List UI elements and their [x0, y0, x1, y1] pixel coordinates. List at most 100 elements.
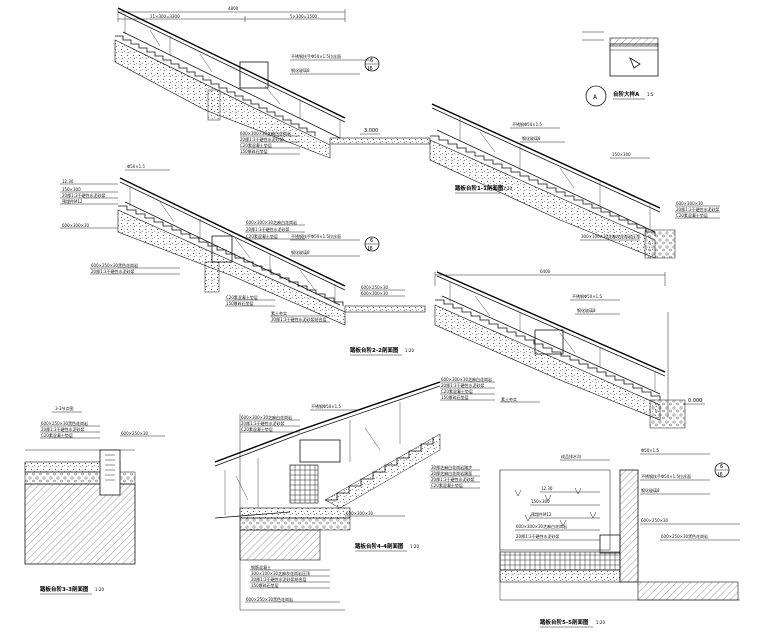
svg-text:600×300×30: 600×300×30	[62, 223, 90, 228]
section-5-5: 成品排水沟 Φ50×1.5 6 J6 不锈钢扶手Φ50×1.5拉丝面 钢化玻璃8…	[499, 448, 740, 628]
s3-soil-block	[24, 483, 136, 565]
svg-text:600×300×30: 600×300×30	[361, 291, 389, 296]
svg-text:20厚1:3干硬性水泥砂浆: 20厚1:3干硬性水泥砂浆	[91, 268, 135, 274]
svg-text:20厚1:3干硬性水泥砂浆: 20厚1:3干硬性水泥砂浆	[516, 533, 560, 539]
svg-text:不锈钢Φ50×1.5: 不锈钢Φ50×1.5	[311, 403, 341, 409]
svg-text:20厚1:3干硬性水泥砂浆: 20厚1:3干硬性水泥砂浆	[246, 226, 290, 232]
landing-1	[329, 137, 431, 145]
svg-text:预埋件M12: 预埋件M12	[531, 511, 552, 517]
svg-text:素土夯实: 素土夯实	[501, 396, 517, 402]
detail-a-marker	[585, 85, 607, 107]
svg-text:20厚1:3干硬性水泥砂浆: 20厚1:3干硬性水泥砂浆	[240, 136, 284, 142]
svg-text:30厚1:3干硬性水泥砂浆结合层: 30厚1:3干硬性水泥砂浆结合层	[271, 316, 327, 322]
svg-text:20厚1:3干硬性水泥砂浆: 20厚1:3干硬性水泥砂浆	[41, 426, 85, 432]
stair-slab-upper	[114, 39, 331, 159]
svg-text:C20素混凝土垫层: C20素混凝土垫层	[441, 388, 473, 394]
svg-text:成品排水沟: 成品排水沟	[561, 453, 581, 459]
svg-text:不锈钢扶手Φ50×1.5拉丝面: 不锈钢扶手Φ50×1.5拉丝面	[641, 473, 691, 479]
svg-text:20厚1:3干硬性水泥砂浆: 20厚1:3干硬性水泥砂浆	[676, 206, 720, 212]
svg-text:150×300: 150×300	[612, 152, 631, 157]
svg-text:1:20: 1:20	[596, 620, 605, 625]
svg-text:钢化玻璃8: 钢化玻璃8	[641, 487, 660, 493]
svg-text:150厚碎石垫层: 150厚碎石垫层	[226, 300, 254, 306]
elevation-label-1: 3.000	[364, 128, 378, 134]
svg-text:600×300×30芝麻白花岗岩: 600×300×30芝麻白花岗岩	[441, 376, 492, 382]
svg-text:20厚1:3干硬性水泥砂浆: 20厚1:3干硬性水泥砂浆	[62, 192, 106, 198]
svg-text:12.30: 12.30	[62, 179, 74, 184]
section-2-2-lower: 6400 0.000 不锈钢Φ50×1.5 钢化玻璃8 600×300×30芝麻…	[434, 269, 705, 429]
svg-text:C20素混凝土垫层: C20素混凝土垫层	[676, 212, 708, 218]
svg-text:600×250×30黑色花岗岩: 600×250×30黑色花岗岩	[91, 262, 138, 268]
svg-text:150厚碎石垫层: 150厚碎石垫层	[251, 582, 279, 588]
svg-text:12.30: 12.30	[541, 486, 553, 491]
s5-paving	[499, 551, 621, 571]
svg-text:J6: J6	[717, 472, 723, 478]
svg-text:预埋件M12: 预埋件M12	[62, 198, 83, 204]
svg-text:Φ50×1.5: Φ50×1.5	[127, 164, 145, 169]
svg-text:1:20: 1:20	[95, 587, 104, 592]
svg-text:600×300×30: 600×300×30	[676, 201, 704, 206]
svg-text:600×250×30: 600×250×30	[121, 431, 149, 436]
section-title-1: 踏板台阶1-1剖面图	[455, 184, 504, 192]
label-glass-1: 钢化玻璃8	[291, 67, 310, 73]
svg-text:600×250×30: 600×250×30	[641, 518, 669, 523]
handrail-upper	[117, 7, 346, 119]
svg-text:6400: 6400	[540, 269, 551, 274]
svg-text:600×300×30芝麻白花岗岩: 600×300×30芝麻白花岗岩	[246, 219, 297, 225]
svg-text:1:20: 1:20	[405, 348, 414, 353]
svg-text:1:20: 1:20	[410, 544, 419, 549]
svg-text:600×300×30: 600×300×30	[346, 511, 374, 516]
svg-text:20厚1:3干硬性水泥砂浆: 20厚1:3干硬性水泥砂浆	[241, 420, 285, 426]
svg-text:150厚碎石垫层: 150厚碎石垫层	[441, 394, 469, 400]
svg-text:不锈钢扶手Φ50×1.5拉丝面: 不锈钢扶手Φ50×1.5拉丝面	[291, 233, 341, 239]
svg-text:300×100×30芝麻灰花岗岩压顶: 300×100×30芝麻灰花岗岩压顶	[251, 570, 310, 576]
section-2-2: 12.30 150×300 20厚1:3干硬性水泥砂浆 预埋件M12 600×3…	[60, 164, 426, 356]
svg-text:600×300×30芝麻白花岗岩: 600×300×30芝麻白花岗岩	[240, 130, 291, 136]
svg-text:钢化玻璃8: 钢化玻璃8	[577, 307, 596, 313]
svg-text:钢化玻璃8: 钢化玻璃8	[291, 249, 310, 255]
svg-text:20厚1:3干硬性水泥砂浆: 20厚1:3干硬性水泥砂浆	[441, 382, 485, 388]
svg-text:C20素混凝土垫层: C20素混凝土垫层	[240, 142, 272, 148]
svg-text:6: 6	[370, 58, 373, 64]
section-title-5: 踏板台阶5-5剖面图	[540, 618, 589, 626]
svg-text:150×300: 150×300	[62, 187, 81, 192]
svg-text:A: A	[593, 94, 598, 101]
section-1-1-lower: 不锈钢Φ50×1.5 钢化玻璃8 150×300 600×300×30 20厚1…	[429, 103, 720, 259]
svg-text:J6: J6	[367, 246, 373, 252]
section-1-1: 4800 11×300=3300 5×300=1500 3.000 不锈钢扶手Φ…	[114, 6, 431, 159]
svg-text:J6: J6	[367, 66, 373, 72]
rail-post-box	[239, 61, 269, 89]
svg-text:Φ50×1.5: Φ50×1.5	[641, 448, 659, 453]
svg-text:30厚芝麻白花岗岩踏步: 30厚芝麻白花岗岩踏步	[431, 464, 472, 470]
svg-text:600×250×30黑色花岗岩: 600×250×30黑色花岗岩	[246, 596, 293, 602]
svg-text:C20素混凝土垫层: C20素混凝土垫层	[246, 233, 278, 239]
label-handrail-2: 不锈钢Φ50×1.5	[512, 121, 542, 127]
dim-text-sub2: 5×300=1500	[290, 14, 318, 19]
section-3-3: 3-3节点图 600×250×30黑色花岗岩 20厚1:3干硬性水泥砂浆 C20…	[24, 405, 165, 595]
elevation-label-2: 0.000	[688, 398, 702, 404]
note-block-1: 600×300×30芝麻白花岗岩 20厚1:3干硬性水泥砂浆 C20素混凝土垫层…	[240, 130, 300, 155]
svg-text:钢筋混凝土: 钢筋混凝土	[251, 564, 271, 570]
svg-text:C20素混凝土垫层: C20素混凝土垫层	[431, 482, 463, 488]
svg-text:1:5: 1:5	[647, 92, 654, 97]
stair-slab-lower	[429, 139, 656, 259]
svg-text:1:20: 1:20	[503, 186, 512, 191]
svg-text:600×300×30芝麻白花岗岩: 600×300×30芝麻白花岗岩	[516, 523, 567, 529]
svg-text:30厚1:3干硬性水泥砂浆结合层: 30厚1:3干硬性水泥砂浆结合层	[251, 576, 307, 582]
svg-text:150×300: 150×300	[531, 499, 550, 504]
svg-text:C20素混凝土垫层: C20素混凝土垫层	[41, 432, 73, 438]
svg-text:300×100×30芝麻灰花岗岩压顶: 300×100×30芝麻灰花岗岩压顶	[581, 233, 640, 239]
svg-text:600×250×30黑色花岗岩: 600×250×30黑色花岗岩	[661, 533, 708, 539]
section-title-4: 踏板台阶4-4剖面图	[355, 542, 404, 550]
svg-text:不锈钢Φ50×1.5: 不锈钢Φ50×1.5	[572, 293, 602, 299]
svg-text:600×300×30芝麻白花岗岩: 600×300×30芝麻白花岗岩	[241, 414, 292, 420]
svg-text:20厚1:3干硬性水泥砂浆: 20厚1:3干硬性水泥砂浆	[431, 476, 475, 482]
svg-text:600×250×30黑色花岗岩: 600×250×30黑色花岗岩	[41, 420, 88, 426]
label-handrail-1: 不锈钢扶手Φ50×1.5拉丝面	[291, 53, 341, 59]
svg-text:素土夯实: 素土夯实	[271, 310, 287, 316]
svg-text:20厚芝麻白花岗岩踢面: 20厚芝麻白花岗岩踢面	[431, 470, 472, 476]
svg-text:150厚碎石垫层: 150厚碎石垫层	[240, 148, 268, 154]
svg-text:600×250×30: 600×250×30	[361, 285, 389, 290]
s3-note: 3-3节点图	[55, 405, 74, 411]
section-title-2: 踏板台阶2-2剖面图	[350, 346, 399, 354]
